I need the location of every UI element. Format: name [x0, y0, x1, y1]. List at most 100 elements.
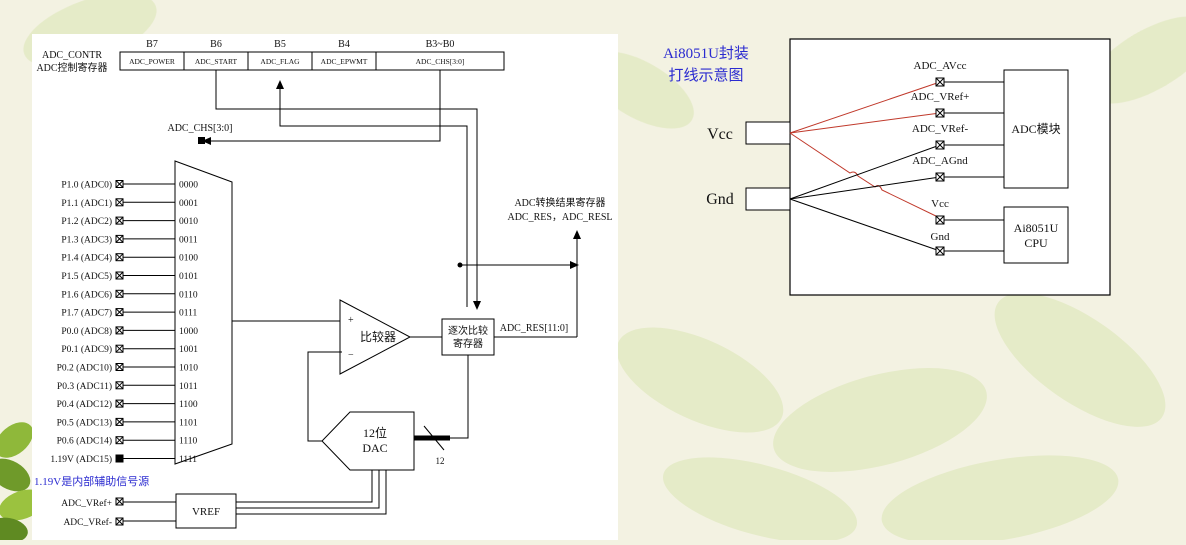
channel-code: 1100	[179, 400, 198, 410]
result-reg-title: ADC转换结果寄存器	[514, 196, 605, 209]
bit-header-b5: B5	[274, 39, 286, 50]
vref-block-label: VREF	[192, 506, 220, 518]
bond-wires	[789, 81, 941, 252]
channel-code: 1011	[179, 382, 198, 392]
channel-pin-label: 1.19V (ADC15)	[50, 454, 112, 465]
pin-label-avcc: ADC_AVcc	[914, 60, 967, 72]
sar-label-line1: 逐次比较	[448, 324, 488, 337]
channel-code: 0100	[179, 254, 198, 264]
register-desc: ADC控制寄存器	[36, 61, 107, 74]
bit-header-b3-b0: B3~B0	[426, 39, 455, 50]
pin-pads	[935, 77, 945, 256]
channel-code: 0011	[179, 235, 198, 245]
dac-label-line2: DAC	[362, 441, 387, 455]
bit-adc-start: ADC_START	[195, 57, 238, 66]
vref-pos-label: ADC_VRef+	[61, 498, 112, 509]
comparator-label: 比较器	[360, 329, 396, 344]
channel-pin-label: P0.3 (ADC11)	[57, 381, 112, 392]
channel-pin-label: P0.4 (ADC12)	[57, 399, 112, 410]
bond-pad-icon	[935, 215, 945, 225]
multiplexer	[174, 160, 233, 465]
vcc-label: Vcc	[707, 126, 733, 143]
channel-pin-label: P0.2 (ADC10)	[57, 363, 112, 374]
flag-junction-arrow-icon	[570, 261, 579, 269]
channel-pin-label: P0.5 (ADC13)	[57, 417, 112, 428]
comparator	[339, 299, 412, 375]
chs-node	[198, 137, 205, 144]
channel-code: 1111	[179, 455, 197, 465]
channel-pin-label: P0.6 (ADC14)	[57, 436, 112, 447]
channel-code: 1101	[179, 418, 198, 428]
channel-code: 1000	[179, 327, 198, 337]
result-reg-names: ADC_RES，ADC_RESL	[507, 212, 612, 223]
channel-pin-label: P1.7 (ADC7)	[61, 308, 112, 319]
adc-block-diagram: ADC_CONTR ADC控制寄存器 B7 B6 B5 B4 B3~B0 ADC…	[34, 39, 613, 529]
vcc-pad	[745, 121, 791, 145]
adc-module-label: ADC模块	[1011, 122, 1060, 136]
pin-label-vcc: Vcc	[931, 198, 949, 210]
vref-block	[175, 493, 237, 529]
bit-header-b7: B7	[146, 39, 158, 50]
bond-pad-icon	[935, 77, 945, 87]
pin-pad-icon	[115, 344, 124, 353]
channel-code: 1001	[179, 345, 198, 355]
start-arrow-icon	[473, 301, 481, 310]
bond-pad-icon	[935, 140, 945, 150]
channel-pin-label: P1.1 (ADC1)	[61, 198, 112, 209]
control-wires	[202, 70, 478, 307]
pin-pad-icon	[115, 234, 124, 243]
pin-label-vrefp: ADC_VRef+	[911, 91, 970, 103]
result-arrow-icon	[573, 230, 581, 239]
bit-header-b6: B6	[210, 39, 222, 50]
register-cells	[119, 51, 505, 71]
bit-adc-flag: ADC_FLAG	[260, 57, 300, 66]
bond-pad-icon	[935, 172, 945, 182]
channel-code: 0101	[179, 272, 198, 282]
register-name: ADC_CONTR	[42, 50, 102, 61]
channel-code: 1010	[179, 364, 198, 374]
gnd-label: Gnd	[706, 191, 734, 208]
cpu-block	[1003, 206, 1069, 264]
channel-code: 0001	[179, 199, 198, 209]
cpu-label-line1: Ai8051U	[1014, 221, 1059, 235]
pin-label-gnd: Gnd	[931, 231, 950, 243]
channel-pin-label: P1.6 (ADC6)	[61, 289, 112, 300]
channel-code: 0111	[179, 309, 198, 319]
channel-code: 0110	[179, 290, 198, 300]
bit-adc-power: ADC_POWER	[129, 57, 175, 66]
channel-pin-label: P1.4 (ADC4)	[61, 253, 112, 264]
vref-pos-pin-icon	[115, 497, 124, 506]
channel-pin-label: P0.1 (ADC9)	[61, 344, 112, 355]
pin-label-vrefn: ADC_VRef-	[912, 123, 969, 135]
internal-source-note: 1.19V是内部辅助信号源	[34, 474, 149, 488]
dac-label-line1: 12位	[363, 425, 387, 440]
adc-block-diagram-panel: ADC_CONTR ADC控制寄存器 B7 B6 B5 B4 B3~B0 ADC…	[32, 34, 618, 540]
flag-arrow-icon	[276, 80, 284, 89]
bit-adc-chs: ADC_CHS[3:0]	[416, 57, 465, 66]
register-bit-headers: B7 B6 B5 B4 B3~B0	[146, 39, 454, 50]
channel-pin-label: P1.5 (ADC5)	[61, 271, 112, 282]
channel-code: 1110	[179, 437, 198, 447]
pin-to-block-wires	[944, 81, 1004, 252]
vref-neg-label: ADC_VRef-	[63, 517, 112, 528]
adc-res-bus-label: ADC_RES[11:0]	[500, 323, 569, 334]
bus-width-label: 12	[436, 456, 445, 466]
channel-pin-label: P1.3 (ADC3)	[61, 234, 112, 245]
bit-adc-epwmt: ADC_EPWMT	[321, 57, 368, 66]
chs-arrow-icon	[202, 137, 211, 145]
gnd-pad	[745, 187, 791, 211]
pin-label-agnd: ADC_AGnd	[912, 155, 968, 167]
channel-pin-label: P1.2 (ADC2)	[61, 216, 112, 227]
adc-module-block	[1003, 69, 1069, 189]
sar-label-line2: 寄存器	[453, 337, 483, 350]
bond-pad-icon	[935, 108, 945, 118]
channel-code: 0010	[179, 217, 198, 227]
register-bit-names: ADC_POWER ADC_START ADC_FLAG ADC_EPWMT A…	[129, 57, 464, 66]
dac	[321, 411, 415, 471]
bit-header-b4: B4	[338, 39, 350, 50]
package-pins: ADC_AVcc ADC_VRef+ ADC_VRef- ADC_AGnd Vc…	[911, 60, 970, 243]
chs-label: ADC_CHS[3:0]	[167, 123, 232, 134]
